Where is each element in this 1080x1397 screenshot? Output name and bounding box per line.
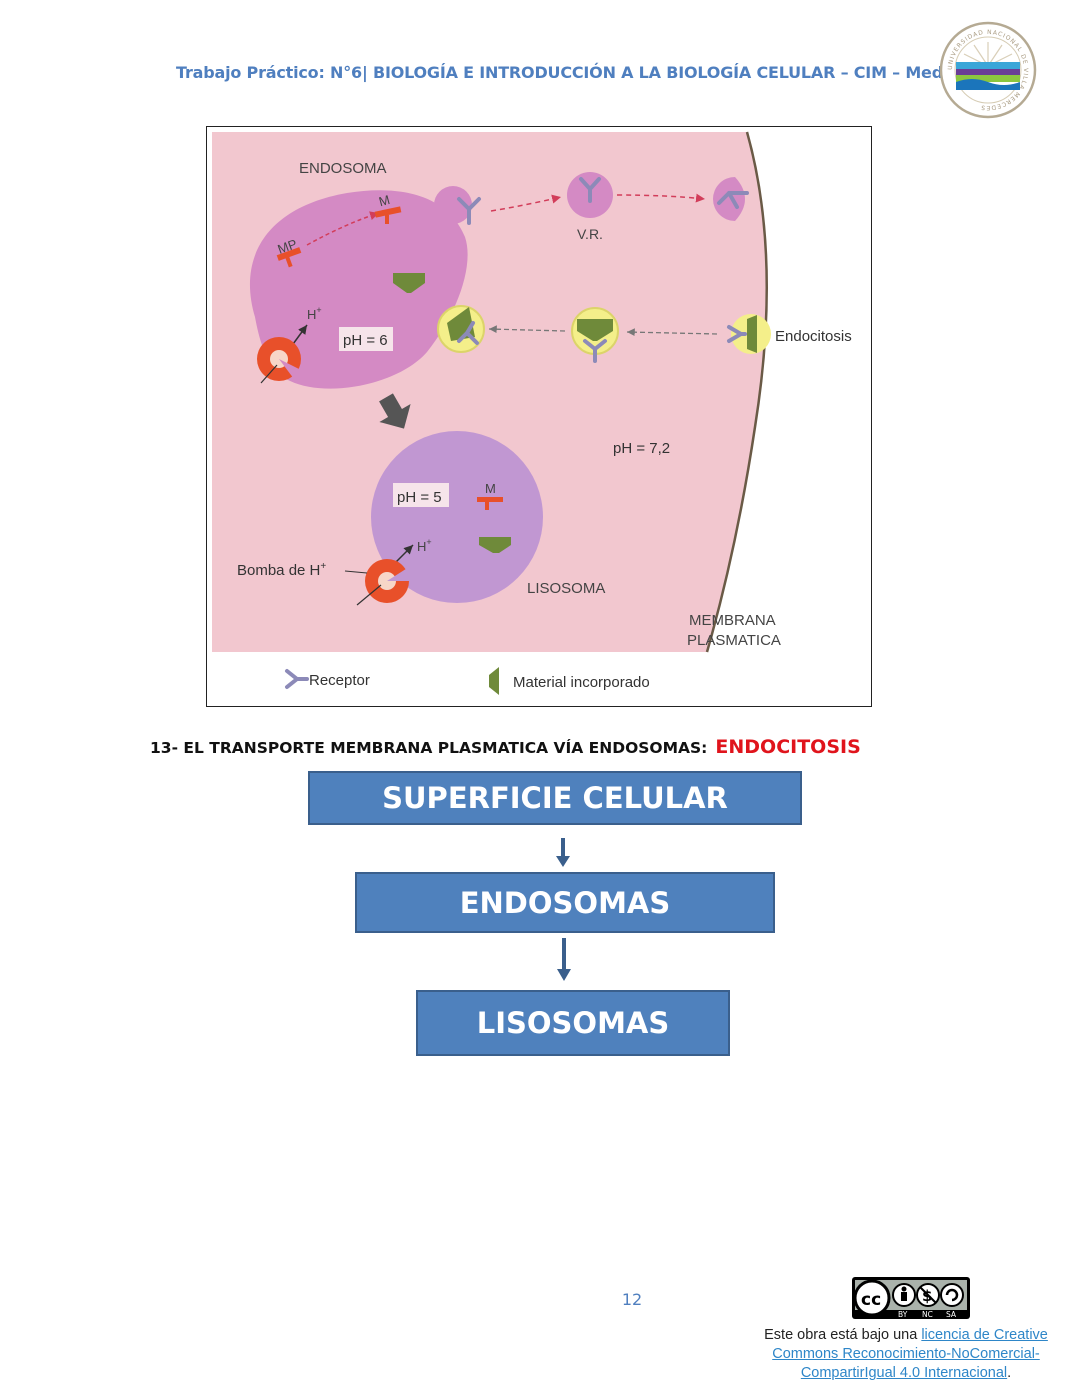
cc-icon xyxy=(853,1279,891,1317)
mp-receptor-icon xyxy=(276,247,302,268)
mp-label: MP xyxy=(276,236,299,257)
license-text: Este obra está bajo una licencia de Crea… xyxy=(756,1326,1056,1383)
proton-pump-icon-1 xyxy=(257,337,303,383)
flow-arrow-icon-1 xyxy=(556,838,570,867)
university-logo: UNIVERSIDAD NACIONAL DE VILLA MERCEDES xyxy=(939,21,1037,119)
legend-material-icon xyxy=(489,667,499,695)
flow-box-endosomas: ENDOSOMAS xyxy=(355,872,775,933)
receptor-icon-membrane xyxy=(717,191,749,209)
endosome-label: ENDOSOMA xyxy=(299,160,387,177)
header-title: Trabajo Práctico: N°6| BIOLOGÍA E INTROD… xyxy=(176,63,985,82)
license-link[interactable]: licencia de Creative Commons Reconocimie… xyxy=(772,1327,1048,1381)
sa-icon xyxy=(940,1283,964,1307)
h-plus-label-1: H+ xyxy=(307,305,322,322)
flow-arrow-icon-2 xyxy=(557,938,571,981)
receptor-icon-vr xyxy=(579,177,601,203)
membrana-label-2: PLASMATICA xyxy=(687,632,781,649)
ph-endosome-box xyxy=(339,327,393,351)
svg-text:cc: cc xyxy=(861,1290,881,1310)
material-icon-membrane xyxy=(747,315,757,353)
ph-lysosome-box xyxy=(393,483,449,507)
cc-license-badge[interactable]: cc $ BY NC SA xyxy=(852,1277,970,1319)
fusing-vesicle xyxy=(713,177,745,221)
bomba-label: Bomba de H+ xyxy=(237,561,326,579)
legend-receptor-icon xyxy=(285,669,309,689)
membrana-label-1: MEMBRANA xyxy=(689,612,776,629)
license-suffix: . xyxy=(1007,1365,1012,1381)
page-number: 12 xyxy=(621,1290,643,1309)
section-heading-accent: ENDOCITOSIS xyxy=(715,736,861,758)
endocitosis-label: Endocitosis xyxy=(775,328,852,345)
legend-receptor: Receptor xyxy=(309,672,370,689)
m-label: M xyxy=(377,192,391,209)
proton-pump-icon-2 xyxy=(365,559,413,603)
material-icon-2 xyxy=(479,537,511,553)
svg-text:$: $ xyxy=(922,1287,932,1305)
endosome-bud xyxy=(434,186,472,224)
receptor-icon-bud xyxy=(457,197,481,225)
endosome xyxy=(249,190,468,389)
license-prefix: Este obra está bajo una xyxy=(764,1327,922,1343)
ph-lysosome-label: pH = 5 xyxy=(397,489,442,506)
section-heading-text: 13- EL TRANSPORTE MEMBRANA PLASMATICA VÍ… xyxy=(150,739,708,757)
section-heading: 13- EL TRANSPORTE MEMBRANA PLASMATICA VÍ… xyxy=(150,736,861,758)
lysosome xyxy=(371,431,543,603)
flow-box-superficie: SUPERFICIE CELULAR xyxy=(308,771,802,825)
svg-text:SA: SA xyxy=(946,1310,957,1319)
vr-label: V.R. xyxy=(577,226,603,242)
ph-endosome-label: pH = 6 xyxy=(343,332,388,349)
m-label-2: M xyxy=(485,481,496,496)
svg-text:NC: NC xyxy=(922,1310,933,1319)
plasma-membrane xyxy=(705,131,769,653)
down-arrow-icon xyxy=(379,393,411,429)
legend-material: Material incorporado xyxy=(513,674,650,691)
m-receptor-icon-2 xyxy=(477,497,503,510)
h-plus-label-2: H+ xyxy=(417,537,432,554)
m-receptor-icon xyxy=(374,206,402,224)
ph-cell-label: pH = 7,2 xyxy=(613,440,670,457)
receptor-icon-membrane-2 xyxy=(727,325,747,343)
lisosoma-label: LISOSOMA xyxy=(527,580,605,597)
flow-box-lisosomas: LISOSOMAS xyxy=(416,990,730,1056)
material-icon xyxy=(393,273,425,293)
svg-text:BY: BY xyxy=(898,1310,908,1319)
endocytosis-figure: ENDOSOMA MP M H+ pH = 6 xyxy=(206,126,872,707)
